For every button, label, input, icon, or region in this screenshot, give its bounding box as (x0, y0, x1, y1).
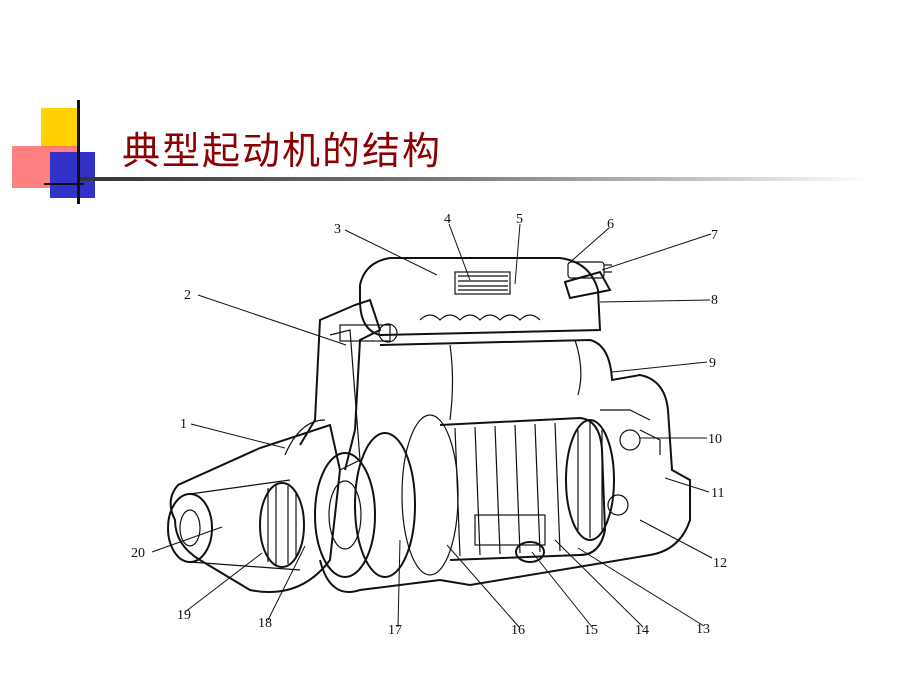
slide-title: 典型起动机的结构 (122, 129, 443, 173)
starter-motor-drawing (167, 257, 691, 593)
callout-label-4: 4 (444, 212, 451, 227)
callout-label-8: 8 (711, 293, 718, 308)
callout-label-2: 2 (184, 288, 191, 303)
callout-label-14: 14 (635, 623, 649, 638)
callout-label-13: 13 (696, 622, 710, 637)
callout-label-18: 18 (258, 616, 272, 631)
callout-labels: 1 2 3 4 5 6 7 8 9 10 11 12 13 14 15 16 1… (131, 212, 727, 638)
callout-label-17: 17 (388, 623, 402, 638)
callout-label-5: 5 (516, 212, 523, 227)
decor-horizontal-line (44, 183, 84, 185)
callout-label-3: 3 (334, 222, 341, 237)
callout-label-11: 11 (711, 486, 724, 501)
callout-label-7: 7 (711, 228, 718, 243)
blue-decor-square (50, 152, 95, 198)
leader-lines (151, 223, 713, 628)
title-underline (80, 177, 870, 181)
decor-vertical-line (77, 100, 80, 204)
callout-label-19: 19 (177, 608, 191, 623)
callout-label-12: 12 (713, 556, 727, 571)
yellow-decor-square (41, 108, 80, 148)
callout-label-6: 6 (607, 217, 614, 232)
callout-label-10: 10 (708, 432, 722, 447)
callout-label-16: 16 (511, 623, 525, 638)
callout-label-9: 9 (709, 356, 716, 371)
callout-label-15: 15 (584, 623, 598, 638)
callout-label-20: 20 (131, 546, 145, 561)
starter-motor-diagram: 1 2 3 4 5 6 7 8 9 10 11 12 13 14 15 16 1… (131, 212, 727, 638)
callout-label-1: 1 (180, 417, 187, 432)
